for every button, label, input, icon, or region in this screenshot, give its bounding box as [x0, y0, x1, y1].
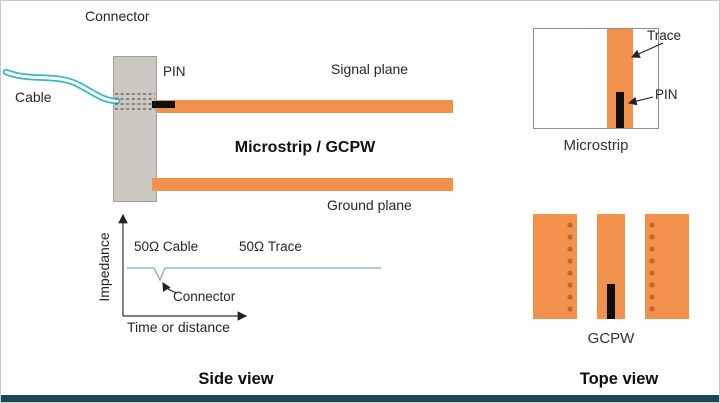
pin-label: PIN [163, 64, 186, 79]
impedance-ylabel: Impedance [96, 232, 112, 302]
microstrip-pin-mark [616, 92, 624, 128]
pin-block [152, 101, 175, 108]
gcpw-pin-mark [607, 284, 615, 319]
ground-plane-label: Ground plane [327, 197, 412, 213]
gcpw-caption: GCPW [587, 330, 635, 347]
cable-segment-label: 50Ω Cable [134, 239, 199, 254]
impedance-line [127, 267, 381, 282]
signal-plane-label: Signal plane [331, 61, 409, 77]
signal-plane [157, 100, 453, 113]
impedance-xlabel: Time or distance [127, 319, 230, 335]
gcpw-gap-left [577, 214, 597, 319]
gcpw-gap-right [625, 214, 645, 319]
connector-label: Connector [85, 8, 150, 24]
connector-dip-label: Connector [173, 289, 236, 304]
trace-segment-label: 50Ω Trace [239, 239, 302, 254]
connector-block [113, 56, 157, 202]
microstrip-top-view-panel [533, 28, 659, 129]
footer-bar [1, 395, 719, 402]
trace-label: Trace [647, 28, 682, 43]
substrate-label: Microstrip / GCPW [234, 139, 376, 156]
gcpw-via-column-right [648, 219, 656, 315]
side-view-title: Side view [198, 370, 274, 388]
cable-label: Cable [15, 89, 52, 105]
gcpw-via-column-left [566, 219, 574, 315]
ground-plane [152, 178, 453, 191]
top-view-title: Tope view [579, 370, 659, 388]
gcpw-top-view-panel [533, 214, 689, 319]
microstrip-caption: Microstrip [563, 137, 629, 154]
pin-label-top-view: PIN [655, 87, 678, 102]
